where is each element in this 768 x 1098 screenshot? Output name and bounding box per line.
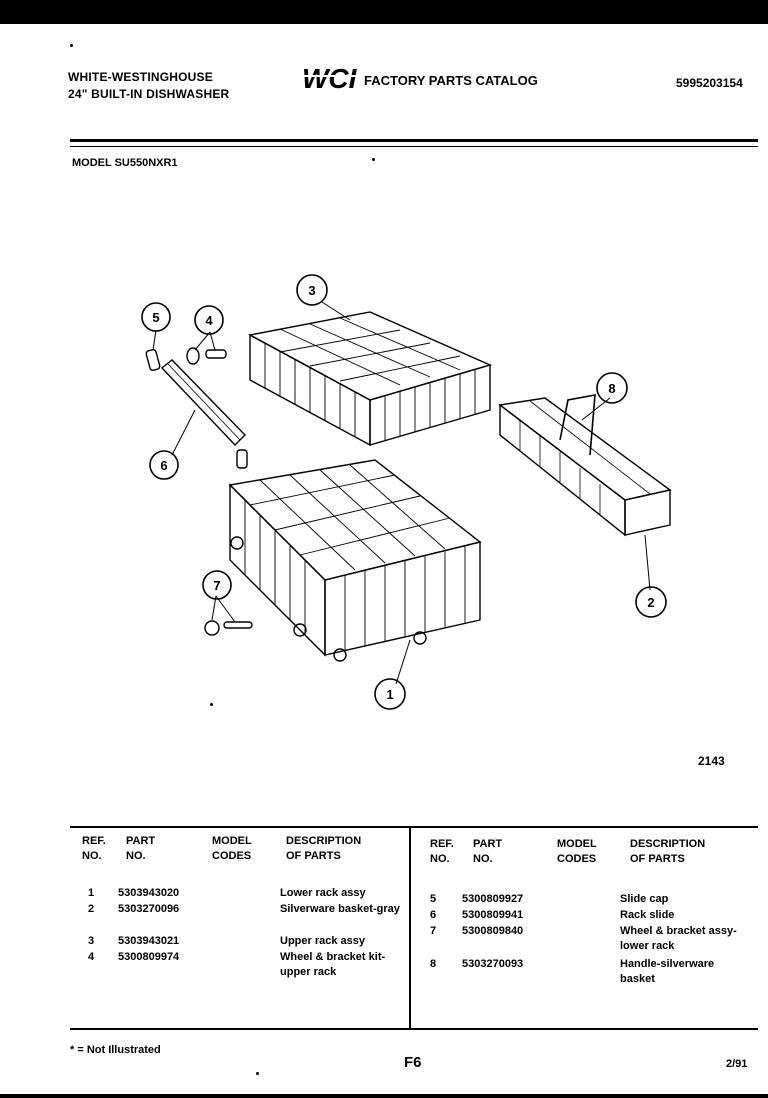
header-ref-right: REF.NO. (430, 838, 454, 865)
table-bottom-rule (70, 1028, 758, 1030)
row-description: Rack slide (620, 909, 675, 921)
callout-2: 2 (635, 586, 667, 618)
row-part-no: 5300809974 (118, 951, 180, 963)
row-description: Wheel & bracket assy-lower rack (620, 925, 737, 952)
slide-cap-part (145, 349, 161, 371)
catalog-title: FACTORY PARTS CATALOG (364, 73, 538, 88)
callout-6: 6 (149, 450, 179, 480)
scan-speck (210, 703, 213, 706)
callout-8: 8 (596, 372, 628, 404)
row-description: Upper rack assy (280, 935, 365, 947)
lower-rack (228, 459, 482, 662)
row-ref: 3 (88, 935, 95, 947)
row-ref: 5 (430, 893, 437, 905)
row-ref: 8 (430, 958, 437, 970)
drawing-number: 2143 (698, 754, 725, 768)
row-description: Wheel & bracket kit-upper rack (280, 951, 386, 978)
svg-text:7: 7 (213, 578, 220, 593)
svg-text:5: 5 (152, 310, 159, 325)
svg-text:6: 6 (160, 458, 167, 473)
callout-3: 3 (296, 274, 328, 306)
doc-number: 5995203154 (676, 76, 743, 90)
svg-text:3: 3 (308, 283, 315, 298)
row-description: Slide cap (620, 893, 669, 905)
row-description: Lower rack assy (280, 887, 366, 899)
svg-text:1: 1 (386, 687, 393, 702)
slide-cap-part-2 (236, 449, 248, 469)
callout-5: 5 (141, 302, 171, 332)
rack-slide (160, 359, 246, 447)
row-description: Handle-silverware basket (620, 958, 715, 985)
revision-date: 2/91 (726, 1058, 748, 1070)
header-ref: REF.NO. (82, 835, 106, 862)
bottom-border (0, 1094, 768, 1098)
svg-text:2: 2 (647, 595, 654, 610)
row-ref: 2 (88, 903, 95, 915)
row-part-no: 5300809927 (462, 893, 524, 905)
header-rule-thin (70, 146, 758, 147)
row-part-no: 5303270096 (118, 903, 180, 915)
svg-text:8: 8 (608, 381, 615, 396)
row-part-no: 5300809840 (462, 925, 524, 937)
table-divider (409, 826, 411, 1028)
upper-rack (247, 311, 493, 447)
top-border (0, 0, 768, 24)
row-part-no: 5303943021 (118, 935, 180, 947)
scan-speck (372, 158, 375, 161)
parts-diagram: 1 2 3 4 5 6 7 8 (141, 274, 672, 710)
wheel-bracket-upper (186, 347, 227, 365)
svg-text:4: 4 (205, 313, 213, 328)
brand-line-1: WHITE-WESTINGHOUSE (68, 70, 213, 84)
wci-logo: WCI (302, 63, 358, 94)
row-description: Silverware basket-gray (280, 903, 400, 915)
model-label: MODEL SU550NXR1 (72, 157, 178, 169)
silverware-basket (498, 394, 672, 537)
scan-speck (70, 44, 73, 47)
row-ref: 6 (430, 909, 437, 921)
wheel-bracket-lower (204, 620, 253, 636)
row-part-no: 5303270093 (462, 958, 524, 970)
table-top-rule (70, 826, 758, 828)
header-rule (70, 139, 758, 142)
row-ref: 4 (88, 951, 95, 963)
row-ref: 7 (430, 925, 437, 937)
callout-7: 7 (202, 570, 232, 600)
scan-speck (256, 1072, 259, 1075)
not-illustrated-note: * = Not Illustrated (70, 1044, 161, 1056)
wci-logo-text: WCI (302, 63, 358, 94)
brand-line-2: 24" BUILT-IN DISHWASHER (68, 87, 230, 101)
row-part-no: 5303943020 (118, 887, 180, 899)
row-ref: 1 (88, 887, 95, 899)
callout-4: 4 (194, 305, 224, 335)
row-part-no: 5300809941 (462, 909, 524, 921)
page-code: F6 (404, 1054, 422, 1071)
callout-1: 1 (374, 678, 406, 710)
